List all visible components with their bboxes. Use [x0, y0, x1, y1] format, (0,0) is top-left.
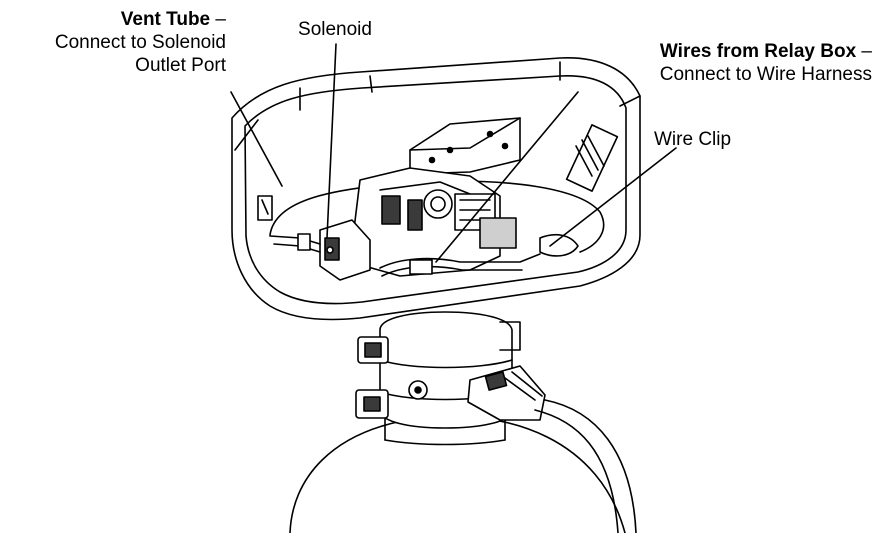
- wire-clip-title: Wire Clip: [654, 129, 732, 150]
- callout-wire-clip: Wire Clip: [654, 128, 774, 151]
- wires-line2: Connect to Wire Harness: [659, 64, 872, 85]
- leader-wire-clip: [549, 147, 677, 247]
- wires-title: Wires from Relay Box: [659, 41, 857, 62]
- wire-harness: [379, 253, 541, 269]
- vent-tube-title: Vent Tube: [120, 9, 211, 30]
- solenoid-body: [319, 219, 371, 281]
- leader-solenoid: [326, 43, 337, 239]
- callout-solenoid: Solenoid: [270, 18, 400, 41]
- callout-wires: Wires from Relay Box – Connect to Wire H…: [560, 40, 872, 86]
- leader-wires: [435, 91, 579, 263]
- solenoid-title: Solenoid: [298, 19, 372, 40]
- vent-tube-line3: Outlet Port: [135, 55, 226, 76]
- leader-vent-tube: [230, 91, 283, 187]
- hose: [534, 409, 619, 533]
- wire-clip-part: [539, 233, 579, 257]
- vent-tube-line2: Connect to Solenoid: [54, 32, 226, 53]
- wires-dash: –: [856, 41, 872, 62]
- vent-tube-dash: –: [210, 9, 226, 30]
- callout-vent-tube: Vent Tube – Connect to Solenoid Outlet P…: [0, 8, 226, 77]
- tank-outline: [289, 415, 626, 533]
